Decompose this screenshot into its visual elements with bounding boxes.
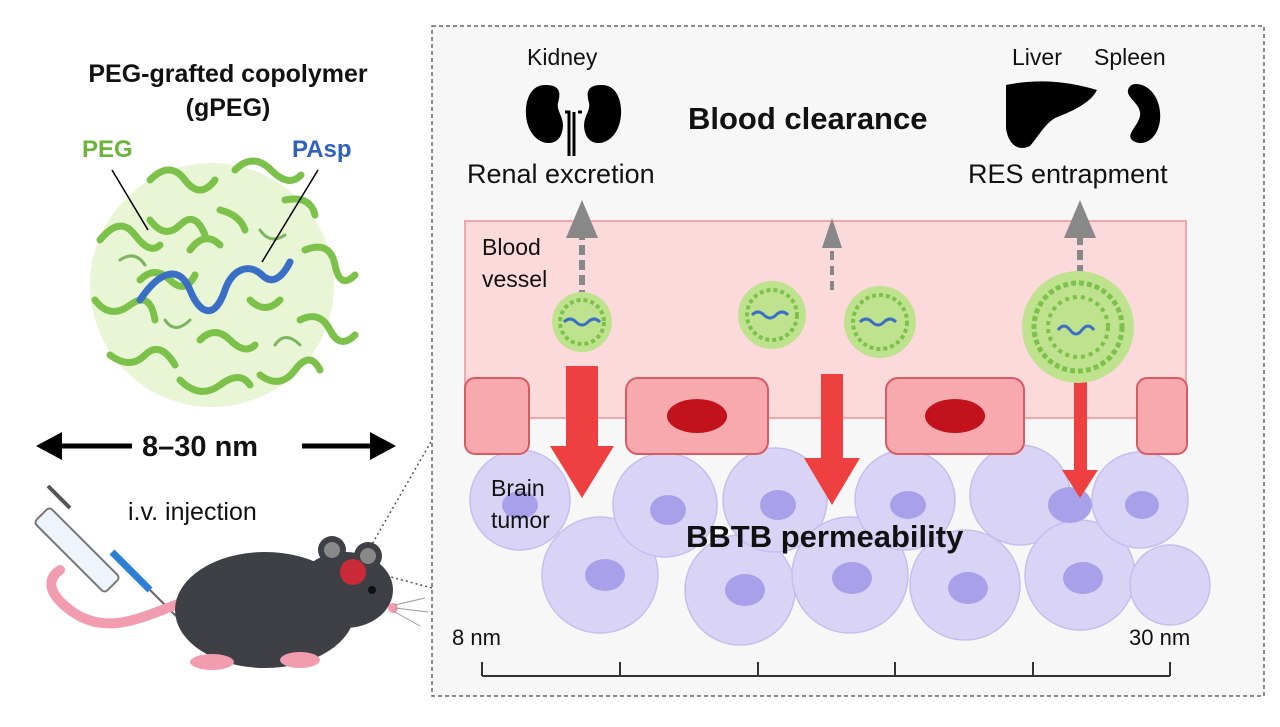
spleen-icon	[1127, 84, 1161, 144]
peg-label: PEG	[82, 136, 133, 163]
gpeg-polymer-illustration	[90, 157, 359, 407]
polymer-title-line2: (gPEG)	[185, 94, 271, 122]
nanoparticle-medium-a	[738, 281, 806, 349]
res-entrapment-label: RES entrapment	[968, 159, 1168, 189]
size-double-arrow	[36, 432, 396, 460]
scale-min-label: 8 nm	[452, 625, 501, 650]
pasp-label: PAsp	[292, 136, 352, 163]
endothelial-cells	[464, 377, 1188, 455]
size-range-label: 8–30 nm	[142, 431, 259, 463]
brain-tumor-label-line2: tumor	[491, 507, 550, 533]
peg-leader-line	[111, 169, 149, 231]
spleen-label: Spleen	[1094, 44, 1166, 70]
brain-tumor-label-line1: Brain	[491, 475, 545, 501]
syringe-icon	[34, 484, 177, 617]
injection-label: i.v. injection	[128, 498, 257, 526]
liver-label: Liver	[1012, 44, 1062, 70]
renal-excretion-label: Renal excretion	[467, 159, 655, 189]
kidney-icon	[525, 85, 622, 156]
liver-icon	[1006, 81, 1097, 148]
brain-tumor-cells	[469, 444, 1211, 646]
bbtb-permeability-label: BBTB permeability	[686, 519, 964, 554]
permeability-arrows	[550, 366, 1098, 505]
polymer-title-line1: PEG-grafted copolymer	[88, 60, 368, 88]
blood-clearance-title: Blood clearance	[688, 101, 928, 136]
zoom-line-top	[359, 439, 433, 566]
nanoparticle-medium-b	[844, 286, 916, 358]
mouse-illustration	[46, 536, 429, 670]
scale-bar	[481, 662, 1171, 677]
scale-max-label: 30 nm	[1129, 625, 1191, 650]
nanoparticle-large	[1022, 271, 1134, 383]
pasp-leader-line	[261, 169, 319, 263]
nanoparticle-small	[552, 292, 612, 352]
kidney-label: Kidney	[527, 44, 598, 70]
blood-vessel-label-line2: vessel	[482, 266, 548, 292]
blood-vessel-label-line1: Blood	[482, 234, 541, 260]
